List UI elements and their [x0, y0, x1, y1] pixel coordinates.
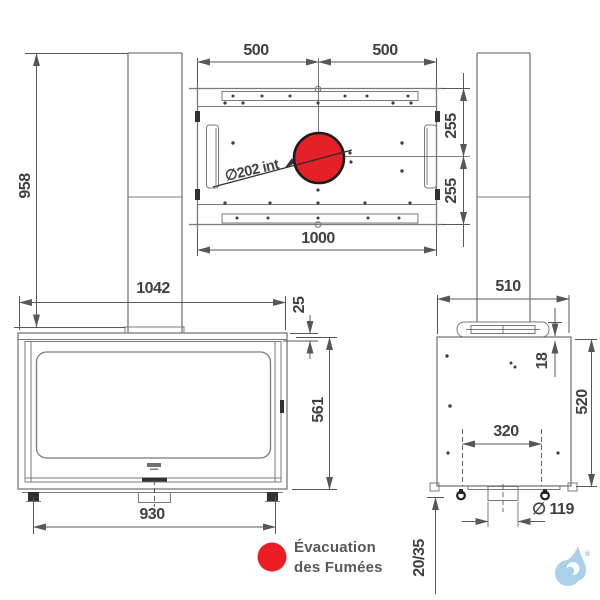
glass-door	[35, 351, 272, 459]
legend-label: Évacuation des Fumées	[294, 538, 383, 578]
dim-119: ∅ 119	[532, 501, 574, 518]
door-handle	[280, 400, 284, 413]
dim-510: 510	[495, 278, 521, 295]
flue-outlet-circle	[292, 131, 346, 185]
dim-958: 958	[17, 173, 34, 199]
dim-18: 18	[534, 352, 551, 370]
legend-line2: des Fumées	[294, 559, 383, 576]
dim-1042: 1042	[133, 281, 173, 297]
legend-line1: Évacuation	[294, 539, 377, 556]
legend-smoke-dot	[257, 542, 287, 572]
screw-dots-side	[445, 354, 560, 455]
left-foot	[28, 492, 39, 501]
screw-dots	[223, 94, 413, 220]
dim-500-left: 500	[243, 42, 269, 59]
front-view-drawing	[14, 52, 337, 534]
dim-500-right: 500	[372, 42, 398, 59]
dim-320: 320	[493, 423, 519, 440]
dim-930: 930	[139, 506, 165, 523]
brand-mark	[147, 463, 161, 467]
side-view-drawing	[427, 52, 597, 594]
registered-mark: ®	[585, 551, 591, 558]
dim-20-35: 20/35	[411, 539, 428, 577]
dim-520: 520	[574, 389, 591, 415]
dim-561: 561	[310, 397, 327, 423]
dim-1000: 1000	[301, 230, 335, 247]
dim-255-upper: 255	[443, 113, 460, 139]
water-drop-logo	[555, 546, 587, 586]
top-view-drawing	[189, 58, 470, 256]
dim-25: 25	[291, 296, 308, 314]
dim-255-lower: 255	[443, 178, 460, 204]
right-foot	[267, 492, 278, 501]
